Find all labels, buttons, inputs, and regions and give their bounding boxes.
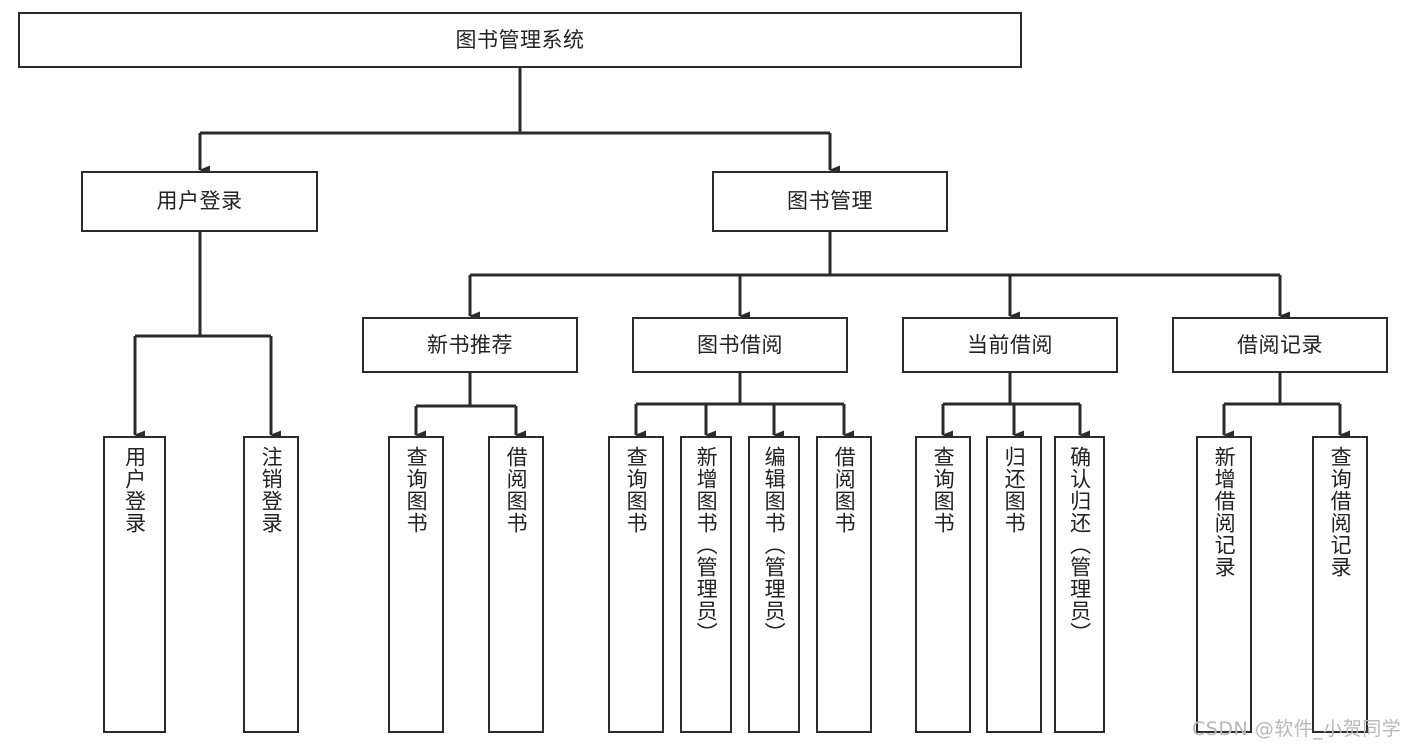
node-leaf-query-book-1[interactable]: 查询图书 [388, 436, 444, 733]
node-leaf-query-book-3[interactable]: 查询图书 [915, 436, 971, 733]
node-label: 注销登录 [259, 446, 284, 534]
node-leaf-query-record[interactable]: 查询借阅记录 [1312, 436, 1368, 733]
node-label: 查询图书 [931, 446, 956, 534]
node-label: 图书借阅 [697, 332, 783, 357]
node-leaf-query-book-2[interactable]: 查询图书 [608, 436, 664, 733]
node-label: 借阅记录 [1237, 332, 1323, 357]
node-leaf-return-book[interactable]: 归还图书 [986, 436, 1042, 733]
node-leaf-add-book[interactable]: 新增图书（管理员） [680, 436, 732, 733]
node-l1-book-manage[interactable]: 图书管理 [712, 171, 948, 232]
node-label: 用户登录 [122, 446, 147, 534]
node-label: 查询图书 [404, 446, 429, 534]
node-label: 新增图书（管理员） [694, 446, 719, 644]
node-l2-borrow-record[interactable]: 借阅记录 [1172, 317, 1388, 373]
node-label: 借阅图书 [504, 446, 529, 534]
node-label: 图书管理 [787, 189, 873, 214]
node-leaf-confirm-ret[interactable]: 确认归还（管理员） [1054, 436, 1105, 733]
node-leaf-logout[interactable]: 注销登录 [243, 436, 299, 733]
node-label: 归还图书 [1002, 446, 1027, 534]
node-leaf-borrow-book-2[interactable]: 借阅图书 [816, 436, 872, 733]
node-leaf-add-record[interactable]: 新增借阅记录 [1196, 436, 1252, 733]
node-label: 当前借阅 [967, 332, 1053, 357]
node-l2-book-borrow[interactable]: 图书借阅 [632, 317, 848, 373]
node-leaf-user-login[interactable]: 用户登录 [103, 436, 166, 733]
tree-connectors [133, 68, 1350, 440]
node-leaf-edit-book[interactable]: 编辑图书（管理员） [748, 436, 800, 733]
node-label: 图书管理系统 [455, 27, 585, 52]
node-root[interactable]: 图书管理系统 [18, 12, 1022, 68]
node-leaf-borrow-book-1[interactable]: 借阅图书 [488, 436, 544, 733]
node-label: 编辑图书（管理员） [762, 446, 787, 644]
node-label: 确认归还（管理员） [1067, 446, 1092, 644]
node-label: 查询借阅记录 [1328, 446, 1353, 578]
csdn-watermark: CSDN @软件_小贺同学 [1192, 718, 1402, 740]
node-l1-user-login[interactable]: 用户登录 [81, 171, 318, 232]
node-label: 借阅图书 [832, 446, 857, 534]
node-label: 查询图书 [624, 446, 649, 534]
node-label: 新书推荐 [427, 332, 513, 357]
node-l2-current-borrow[interactable]: 当前借阅 [902, 317, 1118, 373]
node-label: 新增借阅记录 [1212, 446, 1237, 578]
node-l2-new-book-rec[interactable]: 新书推荐 [362, 317, 578, 373]
node-label: 用户登录 [156, 189, 243, 214]
